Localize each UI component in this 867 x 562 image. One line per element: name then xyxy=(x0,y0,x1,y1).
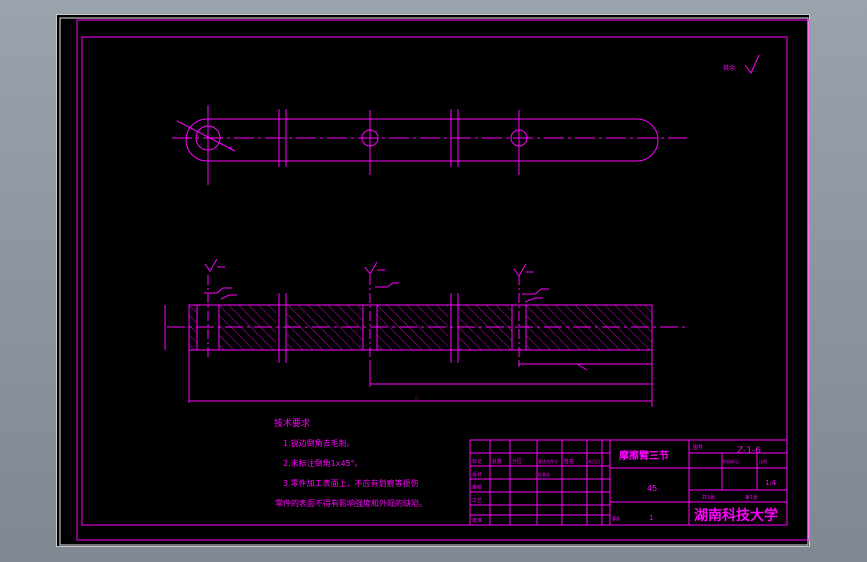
inner-border xyxy=(81,36,788,526)
label-count: 处数 xyxy=(492,458,502,465)
tech-title: 技术要求 xyxy=(274,417,310,429)
label-process: 工艺 xyxy=(472,498,482,504)
svg-text:Φ: Φ xyxy=(229,146,232,151)
label-mark: 标记 xyxy=(472,458,482,465)
label-change-doc: 更改文件号 xyxy=(538,458,558,464)
label-approve: 批准 xyxy=(472,517,482,524)
qty: 1 xyxy=(649,514,653,522)
tech-note-3: 3.零件加工表面上，不应有划痕等损伤 xyxy=(283,478,419,488)
label-standard: 标准化 xyxy=(538,471,550,477)
tech-note-1: 1.锐边倒角去毛刺。 xyxy=(283,438,355,448)
sheet-total: 共1张 xyxy=(702,494,715,501)
scale-value: 1:4 xyxy=(765,479,777,487)
label-weight: 重量 xyxy=(612,515,620,521)
tech-note-4: 零件的表面不得有影响强度和外观的缺陷。 xyxy=(275,498,427,508)
sheet-border xyxy=(76,19,810,541)
label-date: 年月日 xyxy=(588,458,600,464)
tech-note-2: 2.未标注倒角1x45°。 xyxy=(283,458,363,468)
roughness-symbol xyxy=(744,54,760,74)
label-scale: 比例 xyxy=(759,458,767,464)
title-block: 标记 处数 分区 更改文件号 签名 年月日 设计 标准化 审核 工艺 批准 图号… xyxy=(469,439,788,526)
material: 45 xyxy=(647,484,657,493)
section-view: ○ xyxy=(164,258,685,407)
sheet-current: 第1张 xyxy=(745,494,758,501)
outer-frame xyxy=(59,17,809,546)
label-review: 审核 xyxy=(472,484,482,491)
label-stage: 阶段标记 xyxy=(723,458,739,464)
cad-drawing: Φ xyxy=(59,17,810,546)
drawing-sheet: Φ xyxy=(56,14,810,547)
label-drawing-no: 图号 xyxy=(693,445,703,451)
svg-text:○: ○ xyxy=(415,395,419,400)
part-name: 摩擦臂三节 xyxy=(619,449,669,462)
roughness-mark-label: 其余 xyxy=(723,64,735,72)
label-zone: 分区 xyxy=(512,458,522,465)
top-view: Φ xyxy=(172,105,687,185)
drawing-number: Z-1-6 xyxy=(737,446,761,456)
label-design: 设计 xyxy=(472,471,482,478)
school-name: 湖南科技大学 xyxy=(694,507,778,524)
label-sign: 签名 xyxy=(564,458,574,465)
